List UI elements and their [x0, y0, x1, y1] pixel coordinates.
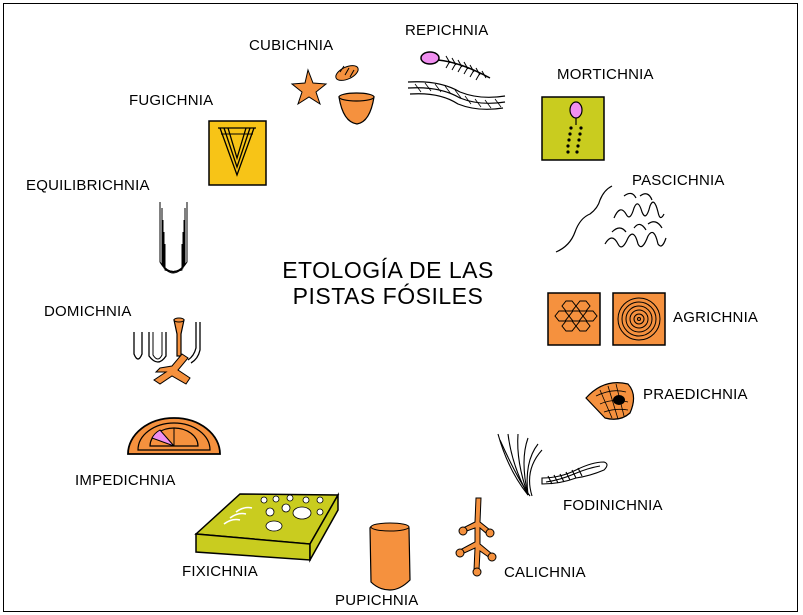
label-impedichnia: IMPEDICHNIA [75, 472, 176, 489]
label-cubichnia: CUBICHNIA [249, 37, 333, 54]
label-repichnia: REPICHNIA [405, 22, 488, 39]
diagram-title: ETOLOGÍA DE LAS PISTAS FÓSILES [258, 257, 518, 309]
label-praedichnia: PRAEDICHNIA [643, 386, 748, 403]
label-mortichnia: MORTICHNIA [557, 66, 654, 83]
praedichnia-illustration [586, 383, 634, 420]
mortichnia-illustration [542, 97, 604, 160]
title-line-2: PISTAS FÓSILES [258, 283, 518, 309]
label-calichnia: CALICHNIA [504, 564, 586, 581]
label-equilibrichnia: EQUILIBRICHNIA [26, 177, 150, 194]
pupichnia-illustration [370, 523, 410, 590]
domichnia-illustration [134, 318, 200, 384]
label-pupichnia: PUPICHNIA [335, 592, 418, 609]
equilibrichnia-illustration [160, 202, 187, 273]
fodinichnia-illustration [498, 434, 607, 496]
repichnia-illustration [408, 52, 505, 109]
label-fodinichnia: FODINICHNIA [563, 497, 663, 514]
impedichnia-illustration [128, 418, 220, 454]
title-line-1: ETOLOGÍA DE LAS [258, 257, 518, 283]
label-fixichnia: FIXICHNIA [182, 563, 258, 580]
fixichnia-illustration [196, 494, 338, 560]
calichnia-illustration [456, 498, 496, 576]
label-agrichnia: AGRICHNIA [673, 309, 758, 326]
label-fugichnia: FUGICHNIA [129, 92, 213, 109]
agrichnia-illustration [548, 293, 665, 345]
label-domichnia: DOMICHNIA [44, 303, 132, 320]
label-pascichnia: PASCICHNIA [632, 172, 725, 189]
cubichnia-illustration [292, 62, 374, 124]
fugichnia-illustration [209, 121, 266, 185]
pascichnia-illustration [556, 186, 666, 252]
